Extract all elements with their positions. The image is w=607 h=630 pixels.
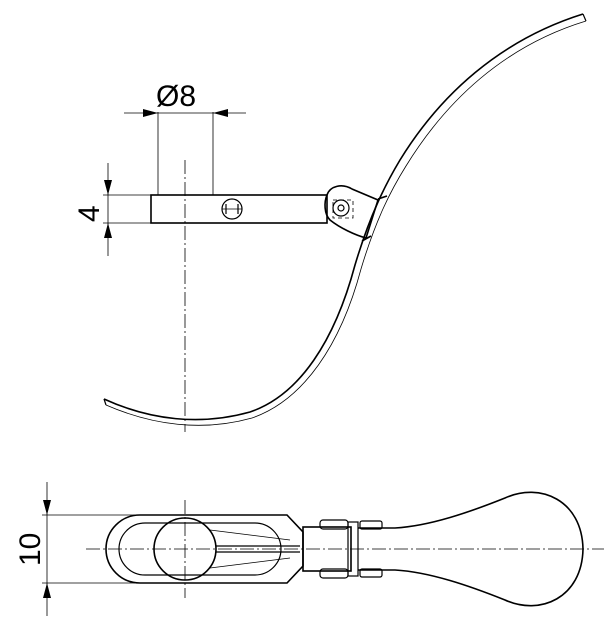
- diameter-label: Ø8: [156, 80, 196, 113]
- band-clip-top-view-lower: [359, 568, 383, 578]
- hinge-block: [302, 526, 352, 572]
- dia-arrow-right: [213, 109, 228, 117]
- spring-band-end-left: [103, 398, 107, 406]
- width-arrow-top: [43, 500, 51, 515]
- arm-body-outline: [105, 514, 304, 584]
- hinge-hidden-outline: [332, 199, 354, 219]
- thickness-label: 4: [73, 205, 106, 222]
- spring-band-end-right: [582, 13, 587, 22]
- spring-band-outer: [103, 13, 584, 421]
- arm-bar: [150, 194, 328, 224]
- side-view: Ø8 4: [73, 13, 587, 432]
- width-label: 10: [14, 533, 47, 566]
- hinge-lug: [324, 185, 379, 239]
- arm-taper-bottom: [209, 557, 291, 569]
- arm-taper-top: [209, 529, 291, 541]
- spring-band-inner: [105, 20, 587, 426]
- arm-slot-outline: [118, 522, 282, 576]
- width-arrow-bottom: [43, 583, 51, 598]
- hinge-collar: [347, 521, 359, 577]
- spring-spoon-outline: [358, 491, 584, 607]
- top-view: 10: [14, 482, 604, 616]
- thk-arrow-top: [104, 180, 112, 195]
- band-clip-upper: [377, 195, 388, 200]
- thk-arrow-bottom: [104, 223, 112, 238]
- hinge-pin-outer: [332, 199, 350, 217]
- band-clip-top-view-upper: [359, 520, 383, 530]
- band-clip-lower: [361, 235, 372, 242]
- hinge-pin-inner: [337, 204, 345, 212]
- dia-arrow-left: [143, 109, 158, 117]
- bore-circle: [153, 517, 217, 581]
